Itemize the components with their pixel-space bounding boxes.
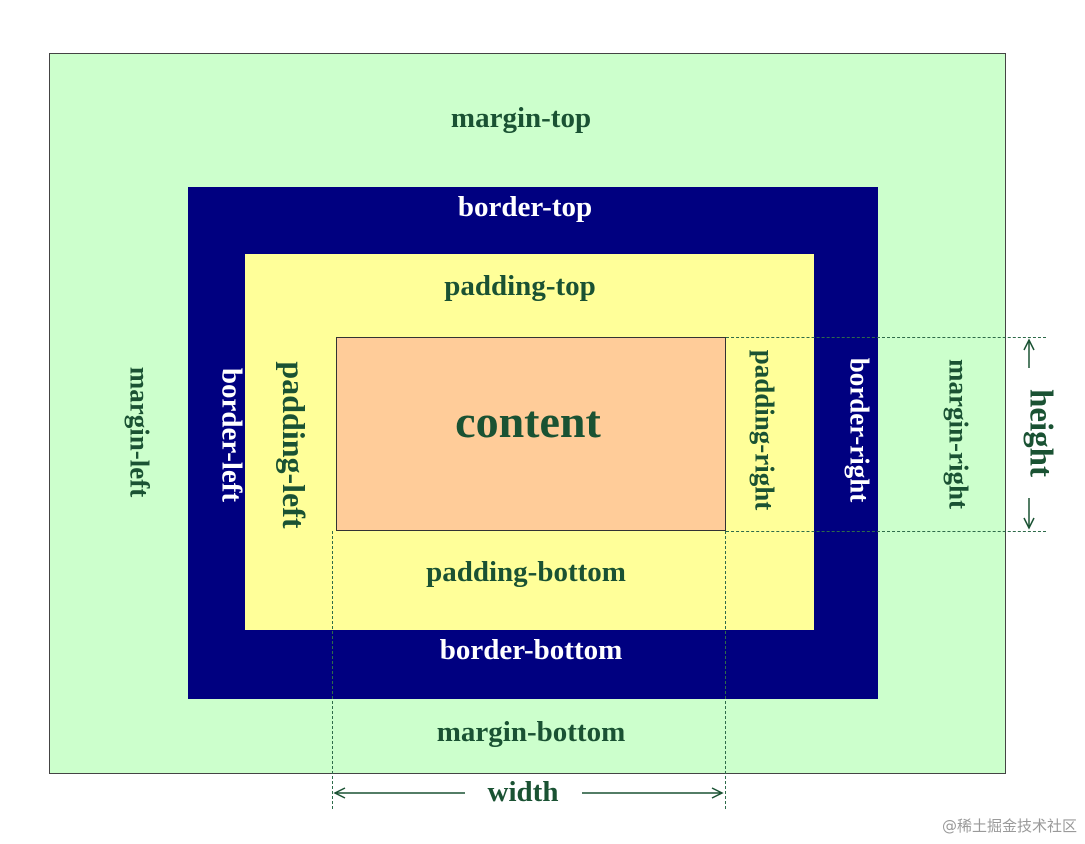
width-label: width: [487, 776, 559, 808]
margin-bottom-label: margin-bottom: [436, 716, 626, 748]
content-label: content: [455, 396, 601, 447]
height-guide-top: [726, 337, 1046, 338]
margin-top-label: margin-top: [450, 102, 592, 134]
width-guide-right: [725, 531, 726, 809]
border-bottom-label: border-bottom: [439, 634, 623, 666]
watermark: @稀土掘金技术社区: [941, 817, 1077, 835]
width-guide-left: [332, 531, 333, 809]
content-area: [336, 337, 726, 531]
padding-top-label: padding-top: [444, 270, 596, 302]
height-label: height: [1022, 388, 1059, 478]
padding-bottom-label: padding-bottom: [426, 556, 626, 588]
height-guide-bottom: [726, 531, 1046, 532]
border-top-label: border-top: [457, 191, 593, 223]
